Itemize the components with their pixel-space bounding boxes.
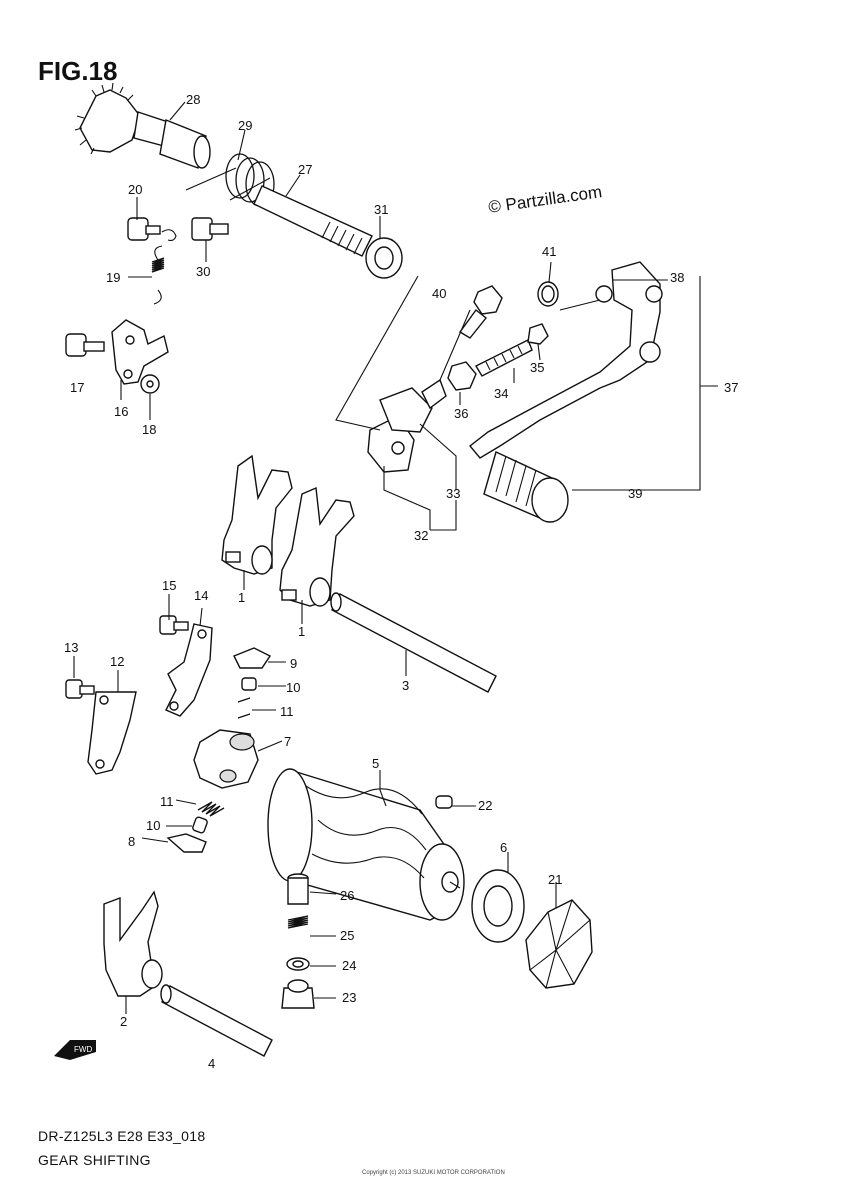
- part-27-shaft[interactable]: [253, 185, 373, 257]
- callout-numbers: 28 29 27 31 20 19 30 17 16 18 40 41 38 3…: [64, 92, 738, 1071]
- model-code: DR-Z125L3 E28 E33_018: [38, 1128, 206, 1144]
- part-34-rod[interactable]: [475, 339, 533, 377]
- callout-3: 3: [402, 678, 409, 693]
- part-26-plunger[interactable]: [287, 873, 309, 905]
- callout-36: 36: [454, 406, 468, 421]
- callout-22: 22: [478, 798, 492, 813]
- part-9-pawl[interactable]: [233, 647, 272, 669]
- part-31-oil-seal[interactable]: [365, 237, 403, 279]
- callout-39: 39: [628, 486, 642, 501]
- callout-6: 6: [500, 840, 507, 855]
- callout-7: 7: [284, 734, 291, 749]
- fwd-arrow-icon: FWD: [54, 1040, 96, 1060]
- part-6-washer[interactable]: [471, 869, 525, 943]
- callout-29: 29: [238, 118, 252, 133]
- callout-9: 9: [290, 656, 297, 671]
- part-10-pin-lower[interactable]: [192, 816, 208, 834]
- part-32-shift-link[interactable]: [367, 378, 447, 473]
- callout-26: 26: [340, 888, 354, 903]
- callout-33: 33: [446, 486, 460, 501]
- part-24-washer[interactable]: [286, 957, 310, 971]
- callout-18: 18: [142, 422, 156, 437]
- part-30-bolt[interactable]: [191, 217, 229, 241]
- part-11-spring-upper[interactable]: [237, 697, 251, 719]
- callout-23: 23: [342, 990, 356, 1005]
- callout-30: 30: [196, 264, 210, 279]
- part-40-bolt[interactable]: [458, 285, 503, 339]
- part-5-gearshift-cam[interactable]: [267, 768, 465, 921]
- callout-17: 17: [70, 380, 84, 395]
- part-1-shift-fork-a[interactable]: [221, 454, 293, 575]
- part-17-bolt[interactable]: [65, 333, 105, 357]
- callout-40: 40: [432, 286, 446, 301]
- callout-24: 24: [342, 958, 356, 973]
- part-4-fork-shaft[interactable]: [160, 984, 273, 1057]
- callout-15: 15: [162, 578, 176, 593]
- callout-1a: 1: [238, 590, 245, 605]
- part-8-pawl[interactable]: [166, 833, 207, 853]
- callout-14: 14: [194, 588, 208, 603]
- copyright-notice: Copyright (c) 2013 SUZUKI MOTOR CORPORAT…: [362, 1170, 505, 1176]
- figure-title: FIG.18: [38, 56, 118, 86]
- part-38-gearshift-lever[interactable]: [468, 261, 663, 459]
- part-13-bolt[interactable]: [65, 679, 95, 699]
- part-39-lever-rubber[interactable]: [483, 451, 569, 523]
- part-22-pin[interactable]: [435, 795, 453, 809]
- callout-35: 35: [530, 360, 544, 375]
- part-41-circlip[interactable]: [537, 281, 559, 307]
- callout-38: 38: [670, 270, 684, 285]
- callout-8: 8: [128, 834, 135, 849]
- part-36-nut[interactable]: [447, 361, 477, 391]
- callout-25: 25: [340, 928, 354, 943]
- callout-34: 34: [494, 386, 508, 401]
- callout-13: 13: [64, 640, 78, 655]
- callout-19: 19: [106, 270, 120, 285]
- callout-21: 21: [548, 872, 562, 887]
- callout-27: 27: [298, 162, 312, 177]
- callout-41: 41: [542, 244, 556, 259]
- part-23-plug[interactable]: [281, 979, 315, 1009]
- callout-31: 31: [374, 202, 388, 217]
- part-20-bolt[interactable]: [127, 217, 177, 242]
- callout-10a: 10: [286, 680, 300, 695]
- callout-37: 37: [724, 380, 738, 395]
- fwd-label: FWD: [74, 1045, 92, 1054]
- part-15-bolt[interactable]: [159, 615, 189, 635]
- part-2-shift-fork[interactable]: [103, 890, 163, 997]
- part-35-nut[interactable]: [527, 323, 549, 345]
- part-18-washer[interactable]: [140, 374, 160, 394]
- part-12-stopper[interactable]: [87, 691, 137, 775]
- callout-20: 20: [128, 182, 142, 197]
- part-21-cam-guide[interactable]: [525, 899, 593, 989]
- part-29-return-spring[interactable]: [185, 153, 275, 207]
- part-28-gearshift-shaft[interactable]: [74, 82, 211, 169]
- callout-16: 16: [114, 404, 128, 419]
- callout-4: 4: [208, 1056, 215, 1071]
- callout-1b: 1: [298, 624, 305, 639]
- part-3-fork-shaft[interactable]: [330, 592, 497, 693]
- callout-5: 5: [372, 756, 379, 771]
- callout-28: 28: [186, 92, 200, 107]
- part-11-spring-lower[interactable]: [197, 801, 225, 817]
- leader-lines: [73, 101, 718, 1014]
- callout-12: 12: [110, 654, 124, 669]
- callout-32: 32: [414, 528, 428, 543]
- callout-11b: 11: [160, 794, 174, 809]
- part-14-plate[interactable]: [165, 623, 213, 717]
- part-16-plate[interactable]: [111, 319, 169, 385]
- part-10-pin-upper[interactable]: [241, 677, 257, 691]
- callout-11a: 11: [280, 704, 294, 719]
- callout-10b: 10: [146, 818, 160, 833]
- section-name: GEAR SHIFTING: [38, 1152, 151, 1168]
- part-25-spring[interactable]: [287, 915, 309, 929]
- callout-2: 2: [120, 1014, 127, 1029]
- part-1-shift-fork-b[interactable]: [279, 486, 355, 607]
- part-7-pawl-holder[interactable]: [193, 729, 259, 789]
- part-19-spring[interactable]: [151, 245, 165, 305]
